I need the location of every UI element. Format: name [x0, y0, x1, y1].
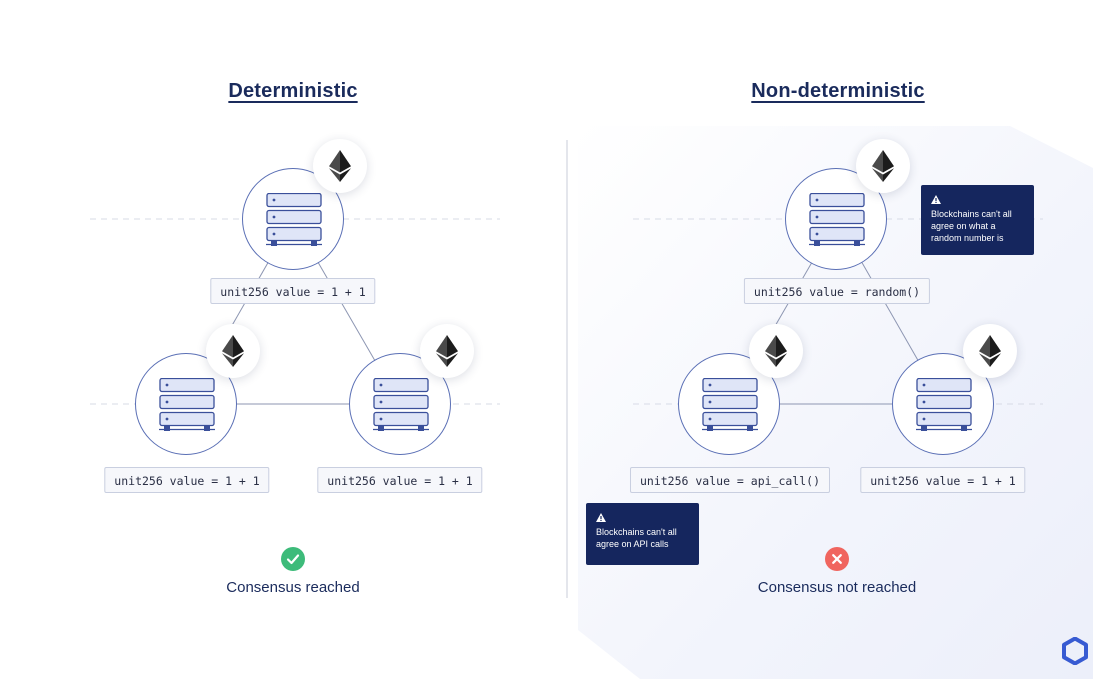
- deterministic-title: Deterministic: [228, 80, 358, 102]
- consensus-not-reached-label: Consensus not reached: [757, 579, 917, 596]
- ethereum-icon: [979, 335, 1001, 367]
- right-bottom-right-ethereum-badge: [963, 324, 1017, 378]
- random-number-warning-text: Blockchains can't all agree on what a ra…: [931, 209, 1012, 243]
- right-top-code-label: unit256 value = random(): [743, 278, 931, 304]
- server-icon: [916, 378, 972, 431]
- non-deterministic-title: Non-deterministic: [751, 80, 925, 102]
- server-icon: [809, 193, 865, 246]
- chainlink-logo-icon: [1062, 637, 1088, 665]
- ethereum-icon: [436, 335, 458, 367]
- left-top-ethereum-badge: [313, 139, 367, 193]
- consensus-not-reached-badge: [825, 547, 849, 571]
- left-top-code-label: unit256 value = 1 + 1: [210, 278, 376, 304]
- ethereum-icon: [329, 150, 351, 182]
- consensus-reached-label: Consensus reached: [226, 579, 360, 596]
- api-call-warning-text: Blockchains can't all agree on API calls: [596, 527, 677, 549]
- ethereum-icon: [222, 335, 244, 367]
- server-icon: [702, 378, 758, 431]
- random-number-warning-callout: Blockchains can't all agree on what a ra…: [921, 185, 1034, 255]
- consensus-reached-badge: [281, 547, 305, 571]
- right-bottom-left-code-label: unit256 value = api_call(): [629, 467, 831, 493]
- right-panel-background: [578, 126, 1093, 679]
- server-icon: [159, 378, 215, 431]
- server-icon: [266, 193, 322, 246]
- right-bottom-left-server-node: [678, 353, 780, 455]
- ethereum-icon: [872, 150, 894, 182]
- left-bottom-left-code-label: unit256 value = 1 + 1: [104, 467, 270, 493]
- server-icon: [373, 378, 429, 431]
- api-call-warning-callout: Blockchains can't all agree on API calls: [586, 503, 699, 565]
- left-bottom-right-code-label: unit256 value = 1 + 1: [317, 467, 483, 493]
- check-icon: [286, 554, 300, 565]
- right-top-ethereum-badge: [856, 139, 910, 193]
- ethereum-icon: [765, 335, 787, 367]
- warning-icon: [596, 513, 606, 522]
- left-bottom-left-ethereum-badge: [206, 324, 260, 378]
- left-bottom-right-ethereum-badge: [420, 324, 474, 378]
- right-bottom-right-server-node: [892, 353, 994, 455]
- warning-icon: [931, 195, 941, 204]
- right-bottom-right-code-label: unit256 value = 1 + 1: [860, 467, 1026, 493]
- cross-icon: [832, 554, 842, 564]
- right-bottom-left-ethereum-badge: [749, 324, 803, 378]
